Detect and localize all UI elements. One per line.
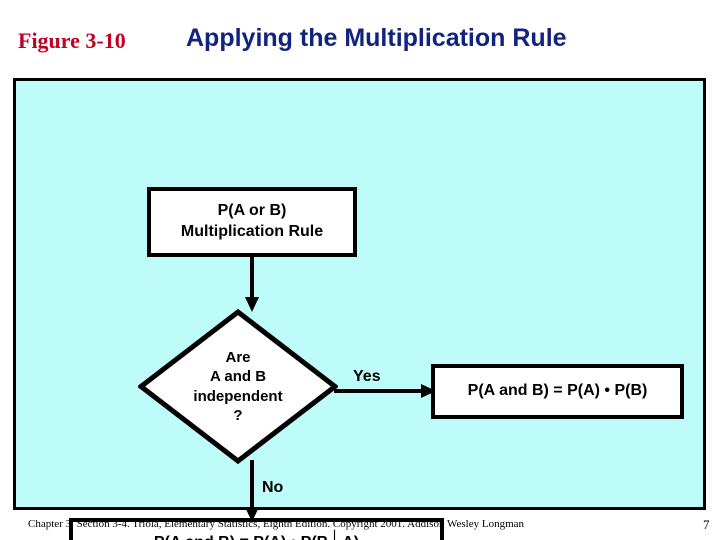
flow-box-start: P(A or B) Multiplication Rule	[147, 187, 357, 257]
edge-label-yes: Yes	[353, 368, 381, 385]
diagram-panel: P(A or B) Multiplication Rule Are A and …	[13, 78, 706, 540]
conditional-bar: │	[328, 530, 342, 540]
connector-no	[244, 460, 262, 522]
flow-box-independent-result-text: P(A and B) = P(A) • P(B)	[467, 382, 648, 400]
flow-box-start-line2: Multiplication Rule	[180, 223, 324, 240]
flow-box-dependent-result: P(A and B) = P(A) • P(B│A)	[69, 518, 444, 540]
page-number: 7	[703, 517, 710, 532]
slide-header: Figure 3-10 Applying the Multiplication …	[0, 24, 720, 66]
flow-decision-diamond: Are A and B independent ?	[138, 309, 338, 464]
flow-box-start-line1: P(A or B)	[217, 202, 287, 220]
connector-start-to-decision	[244, 254, 262, 312]
connector-yes	[334, 381, 436, 401]
edge-label-no: No	[262, 479, 284, 496]
footer-citation: Chapter 3. Section 3-4. Triola, Elementa…	[28, 518, 525, 530]
flow-box-dependent-result-text: P(A and B) = P(A) • P(B│A)	[154, 530, 359, 540]
dependent-result-suffix: A)	[342, 534, 359, 540]
page-title: Applying the Multiplication Rule	[186, 24, 567, 52]
dependent-result-prefix: P(A and B) = P(A) • P(B	[154, 534, 328, 540]
figure-label: Figure 3-10	[18, 28, 126, 53]
flow-box-independent-result: P(A and B) = P(A) • P(B)	[431, 364, 684, 419]
